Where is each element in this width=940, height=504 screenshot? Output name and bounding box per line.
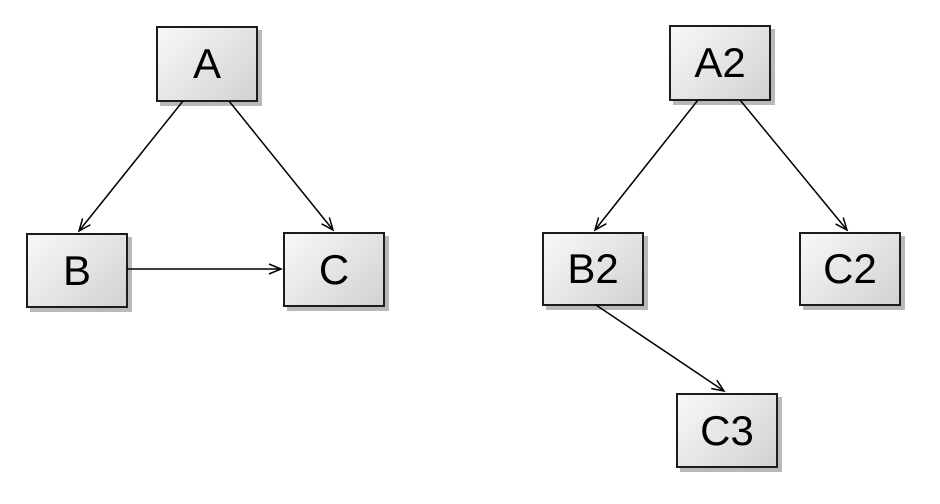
edge-a-to-c xyxy=(228,100,335,232)
edge-a-to-b xyxy=(77,100,184,233)
node-a2[interactable]: A2 xyxy=(669,25,771,101)
node-c3[interactable]: C3 xyxy=(676,393,778,468)
node-c2[interactable]: C2 xyxy=(799,232,901,306)
node-label-c2: C2 xyxy=(823,245,877,292)
node-c[interactable]: C xyxy=(283,232,385,307)
node-b[interactable]: B xyxy=(26,233,128,308)
node-label-b2: B2 xyxy=(567,245,619,292)
node-label-c3: C3 xyxy=(700,406,754,454)
edge-a2-to-b2 xyxy=(593,99,699,232)
edge-b2-to-c3 xyxy=(595,304,726,393)
node-label-a2: A2 xyxy=(694,39,746,86)
node-label-a: A xyxy=(192,40,221,87)
node-label-b: B xyxy=(62,246,91,294)
node-a[interactable]: A xyxy=(156,26,258,102)
node-label-c: C xyxy=(318,245,350,293)
node-b2[interactable]: B2 xyxy=(542,232,644,306)
edge-a2-to-c2 xyxy=(739,99,849,232)
